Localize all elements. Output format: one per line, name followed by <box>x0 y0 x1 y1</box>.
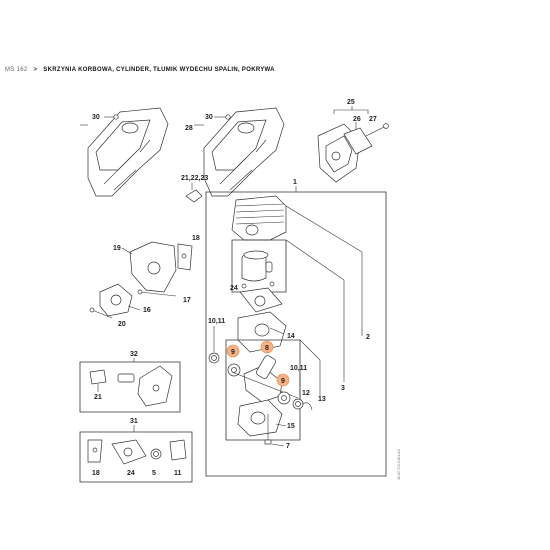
crankshaft-8[interactable] <box>231 354 299 403</box>
callout-9a-highlight[interactable] <box>226 344 240 358</box>
reference-code: 11407-CS-0101-A0 <box>397 449 401 480</box>
fitting-21-22-23[interactable] <box>185 183 203 203</box>
callout-17: 17 <box>183 297 191 304</box>
gasket-24a[interactable] <box>239 287 283 313</box>
seal-5[interactable] <box>150 448 162 460</box>
bolt-7[interactable] <box>264 414 272 445</box>
callout-10-11a: 10,11 <box>208 318 225 325</box>
screw-30b[interactable] <box>194 114 231 126</box>
bolt-17[interactable] <box>137 289 177 297</box>
breadcrumb: MS 162 > SKRZYNIA KORBOWA, CYLINDER, TŁU… <box>5 67 275 73</box>
oil-seal-10-11-left[interactable] <box>208 352 220 364</box>
mount-16[interactable] <box>99 283 133 317</box>
crankcase-cover-left[interactable] <box>87 107 169 197</box>
screw-20a[interactable] <box>89 307 113 319</box>
callout-13: 13 <box>318 396 326 403</box>
callout-12: 12 <box>302 390 310 397</box>
cylinder[interactable] <box>231 195 287 241</box>
piston-ring[interactable] <box>243 250 269 260</box>
oil-seal-10-11-right[interactable] <box>292 398 304 410</box>
cover-32[interactable] <box>137 365 173 407</box>
screw-30a[interactable] <box>80 114 119 126</box>
callout-19: 19 <box>113 245 121 252</box>
callout-14: 14 <box>287 333 295 340</box>
callout-18a: 18 <box>192 235 200 242</box>
callout-21-22-23: 21,22,23 <box>181 175 208 182</box>
breadcrumb-separator-icon: > <box>33 67 38 73</box>
filter-32[interactable] <box>117 373 135 383</box>
page-title: SKRZYNIA KORBOWA, CYLINDER, TŁUMIK WYDEC… <box>43 67 275 73</box>
callout-32: 32 <box>130 351 138 358</box>
shroud-19[interactable] <box>129 241 177 293</box>
callout-11: 11 <box>174 470 182 477</box>
callout-31: 31 <box>130 418 138 425</box>
callout-30a: 30 <box>92 114 100 121</box>
bracket-18b[interactable] <box>87 439 103 463</box>
callout-16: 16 <box>143 307 151 314</box>
breadcrumb-model[interactable]: MS 162 <box>5 67 28 73</box>
crankcase-half-15[interactable] <box>237 399 283 437</box>
valve-21[interactable] <box>89 369 107 392</box>
callout-24b: 24 <box>127 470 135 477</box>
callout-18b: 18 <box>92 470 100 477</box>
callout-28: 28 <box>185 125 193 132</box>
crankcase-cover-right[interactable] <box>203 107 285 197</box>
callout-24a: 24 <box>230 285 238 292</box>
callout-25: 25 <box>347 99 355 106</box>
callout-9b-highlight[interactable] <box>276 373 290 387</box>
gasket-24b[interactable] <box>111 439 147 465</box>
callout-1: 1 <box>293 179 297 186</box>
piston-pin[interactable] <box>265 261 273 273</box>
callout-20a: 20 <box>118 321 126 328</box>
callout-5: 5 <box>152 470 156 477</box>
callout-3: 3 <box>341 385 345 392</box>
clip-12[interactable] <box>301 402 313 411</box>
callout-10-11b: 10,11 <box>290 365 307 372</box>
callout-9b: 9 <box>281 378 285 385</box>
callout-8: 8 <box>265 345 269 352</box>
callout-8-highlight[interactable] <box>260 340 274 354</box>
screw-27[interactable] <box>365 123 389 137</box>
callout-30b: 30 <box>205 114 213 121</box>
callout-9a: 9 <box>231 349 235 356</box>
callout-7: 7 <box>286 443 290 450</box>
callout-21b: 21 <box>94 394 102 401</box>
retaining-clip[interactable] <box>241 281 275 289</box>
callout-26: 26 <box>353 116 361 123</box>
muffler-plate-26[interactable] <box>343 127 373 155</box>
callout-2: 2 <box>366 334 370 341</box>
callout-15: 15 <box>287 423 295 430</box>
bracket-18a[interactable] <box>177 243 193 271</box>
bearing-9-right[interactable] <box>277 391 291 405</box>
callout-27: 27 <box>369 116 377 123</box>
seal-11[interactable] <box>169 439 187 461</box>
